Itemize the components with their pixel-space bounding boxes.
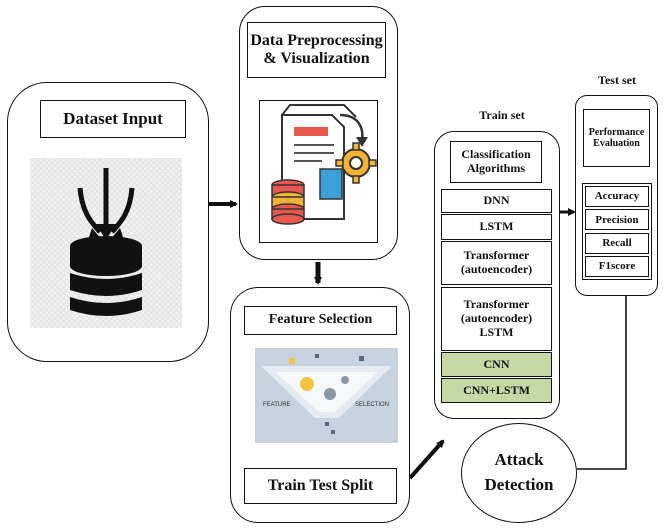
connector-test-to-attack	[577, 296, 627, 470]
algorithm-cnn: CNN	[441, 352, 552, 377]
funnel-icon: FEATURE SELECTION	[261, 354, 392, 434]
dataset-input-label: Dataset Input	[40, 100, 186, 138]
dataset-image	[30, 158, 182, 328]
train-set-title: Train set	[479, 108, 525, 122]
funnel-image: FEATURE SELECTION	[255, 348, 398, 443]
classification-header-line2: Algorithms	[467, 161, 525, 175]
classification-header: Classification Algorithms	[450, 141, 542, 183]
algorithm-label: LSTM	[479, 219, 514, 234]
preprocessing-label-line2: & Visualization	[263, 50, 370, 67]
algorithm-dnn: DNN	[441, 189, 552, 213]
funnel-left-text: FEATURE	[263, 402, 291, 408]
algorithm-lstm: LSTM	[441, 214, 552, 240]
algorithm-label: (autoencoder)	[460, 262, 533, 276]
algorithm-label: CNN+LSTM	[463, 382, 530, 397]
train-test-split-label: Train Test Split	[244, 468, 397, 504]
database-download-icon	[70, 168, 142, 316]
document-gear-icon	[271, 104, 377, 225]
preprocessing-label: Data Preprocessing & Visualization	[247, 22, 386, 78]
algorithm-label: Transformer	[463, 248, 530, 263]
metric-accuracy: Accuracy	[585, 186, 649, 207]
performance-header: Performance Evaluation	[583, 109, 650, 167]
algorithm-label: LSTM	[479, 324, 514, 339]
arrow-split-to-train	[408, 439, 445, 480]
algorithm-label: CNN	[483, 356, 510, 371]
preprocessing-image	[259, 100, 378, 243]
performance-header-line2: Evaluation	[593, 138, 640, 149]
algorithm-label: Transformer	[463, 297, 530, 312]
algorithm-transformer-autoencoder-lstm: Transformer (autoencoder) LSTM	[441, 287, 552, 351]
test-set-title: Test set	[598, 73, 636, 87]
attack-detection-line2: Detection	[484, 475, 554, 494]
metric-precision: Precision	[585, 209, 649, 231]
algorithm-label: DNN	[483, 193, 510, 208]
performance-header-line1: Performance	[588, 126, 645, 138]
metric-f1score: F1score	[585, 255, 649, 277]
metric-recall: Recall	[585, 232, 649, 254]
algorithm-transformer-autoencoder: Transformer (autoencoder)	[441, 241, 552, 285]
algorithm-cnn-lstm: CNN+LSTM	[441, 378, 552, 403]
classification-header-line1: Classification	[461, 147, 531, 162]
attack-detection-line1: Attack	[494, 450, 544, 470]
metrics-list: Accuracy Precision Recall F1score	[582, 183, 652, 280]
funnel-right-text: SELECTION	[355, 402, 389, 408]
feature-selection-label: Feature Selection	[244, 306, 397, 335]
preprocessing-label-line1: Data Preprocessing	[250, 31, 383, 49]
algorithm-label: (autoencoder)	[460, 311, 533, 326]
attack-detection-circle: Attack Detection	[461, 423, 577, 523]
